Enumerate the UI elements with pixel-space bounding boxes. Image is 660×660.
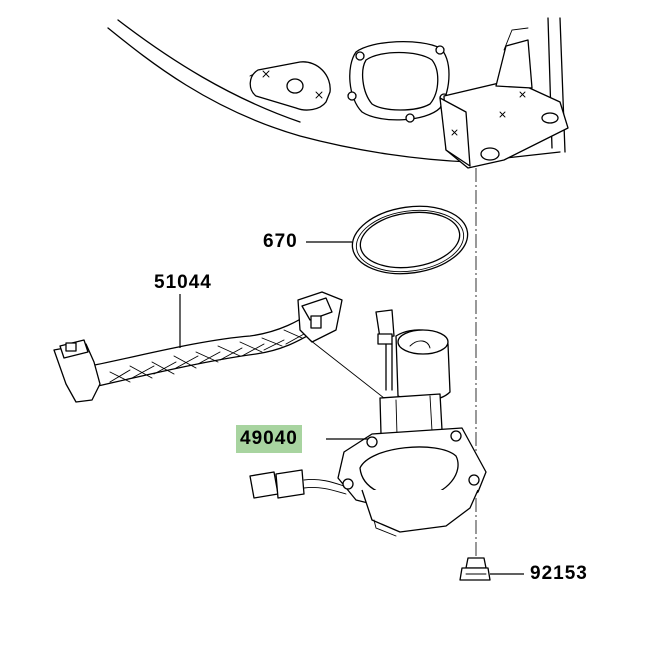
part-label-670: 670: [263, 231, 298, 252]
fuel-pump-assembly: [249, 309, 487, 537]
tank-flange: [347, 40, 450, 123]
wiring-harness: [53, 291, 343, 403]
gasket-ring: [351, 205, 469, 275]
part-label-51044: 51044: [154, 272, 212, 293]
part-label-49040: 49040: [236, 425, 302, 453]
part-label-92153: 92153: [530, 563, 588, 584]
bolt: [459, 557, 491, 581]
tank-mount-plate: [249, 61, 331, 111]
tank-bracket: [439, 27, 569, 169]
